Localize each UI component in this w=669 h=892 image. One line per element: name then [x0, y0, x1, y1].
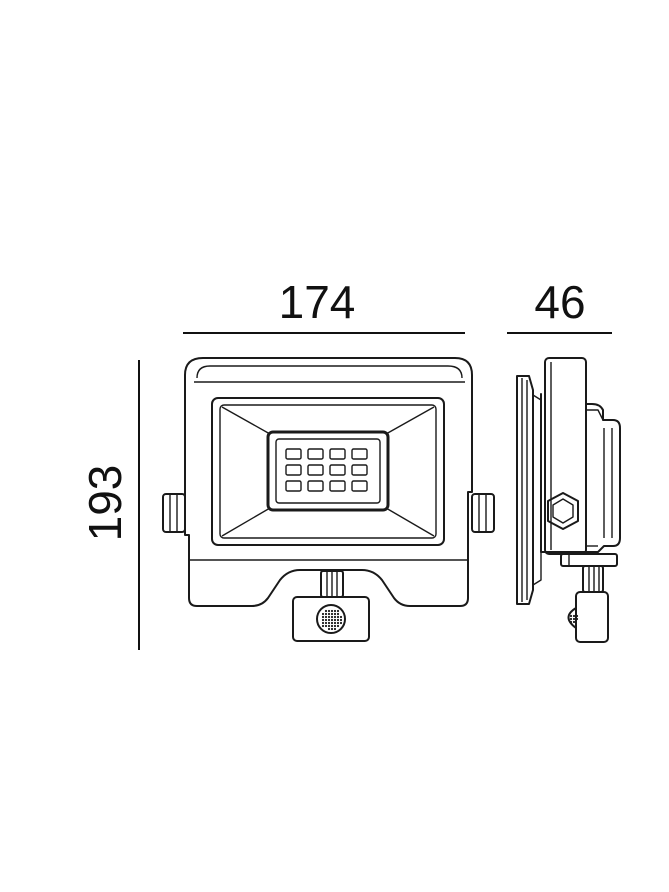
- lens-dot: [321, 621, 325, 625]
- lens-dot: [333, 609, 337, 613]
- side-hex-bolt: [547, 492, 579, 530]
- lens-dot: [324, 618, 328, 622]
- lens-dot: [327, 618, 331, 622]
- led-chip: [307, 448, 324, 460]
- reflector-inner: [219, 404, 437, 539]
- lens-dot: [330, 615, 334, 619]
- lens-dot: [336, 618, 340, 622]
- lens-dot: [336, 615, 340, 619]
- lens-dot: [575, 617, 579, 621]
- lens-dot: [569, 617, 573, 621]
- lens-dot: [321, 624, 325, 628]
- motion-sensor-box: [292, 596, 370, 642]
- lens-dot: [324, 609, 328, 613]
- lens-dot: [339, 621, 343, 625]
- front-housing-outline: [184, 357, 473, 607]
- side-sensor-stem: [582, 565, 604, 593]
- led-module-outer: [266, 430, 390, 512]
- led-chip: [351, 464, 368, 476]
- lens-dot: [324, 612, 328, 616]
- led-chip: [285, 448, 302, 460]
- lens-dot: [327, 612, 331, 616]
- depth-label: 46: [534, 276, 585, 328]
- side-motion-sensor: [575, 591, 609, 643]
- front-right-knob: [471, 493, 495, 533]
- led-chip: [351, 448, 368, 460]
- lens-dot: [330, 627, 334, 631]
- depth-dimension: 46: [507, 276, 612, 334]
- lens-dot: [327, 615, 331, 619]
- lens-dot: [327, 621, 331, 625]
- side-front-plate: [516, 375, 534, 605]
- lens-dot: [572, 617, 576, 621]
- lens-dot: [333, 624, 337, 628]
- lens-dot: [324, 624, 328, 628]
- lens-dot: [336, 624, 340, 628]
- lens-dot: [336, 621, 340, 625]
- lens-dot: [336, 609, 340, 613]
- lens-dot: [330, 618, 334, 622]
- lens-dot: [327, 624, 331, 628]
- lens-dot: [321, 615, 325, 619]
- side-view: [516, 357, 621, 643]
- reflector-diagonal-br: [385, 507, 435, 537]
- reflector-outer: [211, 397, 445, 546]
- reflector-diagonal-tr: [385, 406, 435, 435]
- side-sensor-lens: [567, 607, 577, 629]
- led-chip: [351, 480, 368, 492]
- side-sensor-lens-dots: [569, 614, 579, 624]
- width-dimension: 174: [183, 276, 465, 334]
- lens-dot: [327, 609, 331, 613]
- lens-dot: [333, 615, 337, 619]
- lens-dot: [575, 614, 579, 618]
- led-chip: [329, 464, 346, 476]
- lens-dot: [321, 618, 325, 622]
- led-chip: [285, 464, 302, 476]
- lens-dot: [339, 615, 343, 619]
- width-label: 174: [279, 276, 356, 328]
- led-chip: [329, 448, 346, 460]
- motion-sensor-lens: [316, 604, 346, 634]
- lens-dot: [330, 609, 334, 613]
- lens-dot: [330, 624, 334, 628]
- lens-dot: [333, 612, 337, 616]
- sensor-lens-dots: [321, 609, 343, 631]
- side-body: [540, 393, 621, 553]
- lens-dot: [333, 618, 337, 622]
- lens-dot: [324, 615, 328, 619]
- lens-dot: [336, 612, 340, 616]
- led-grid: [285, 448, 368, 492]
- height-dimension: 193: [79, 360, 140, 650]
- led-chip: [307, 464, 324, 476]
- lens-dot: [327, 627, 331, 631]
- front-left-knob: [162, 493, 186, 533]
- front-rim: [196, 365, 463, 379]
- lens-dot: [333, 621, 337, 625]
- lens-dot: [330, 612, 334, 616]
- lens-dot: [324, 621, 328, 625]
- led-module-inner: [275, 438, 381, 504]
- led-chip: [307, 480, 324, 492]
- led-chip: [329, 480, 346, 492]
- lens-dot: [569, 620, 573, 624]
- lens-dot: [321, 612, 325, 616]
- sensor-stem: [320, 570, 344, 598]
- height-label: 193: [79, 465, 131, 542]
- lens-dot: [333, 627, 337, 631]
- lens-dot: [339, 618, 343, 622]
- lens-dot: [572, 614, 576, 618]
- lens-dot: [330, 621, 334, 625]
- front-view: [162, 357, 495, 642]
- lens-dot: [572, 620, 576, 624]
- led-chip: [285, 480, 302, 492]
- reflector-diagonal-bl: [221, 507, 271, 537]
- lens-dot: [569, 614, 573, 618]
- reflector-diagonal-tl: [221, 406, 271, 435]
